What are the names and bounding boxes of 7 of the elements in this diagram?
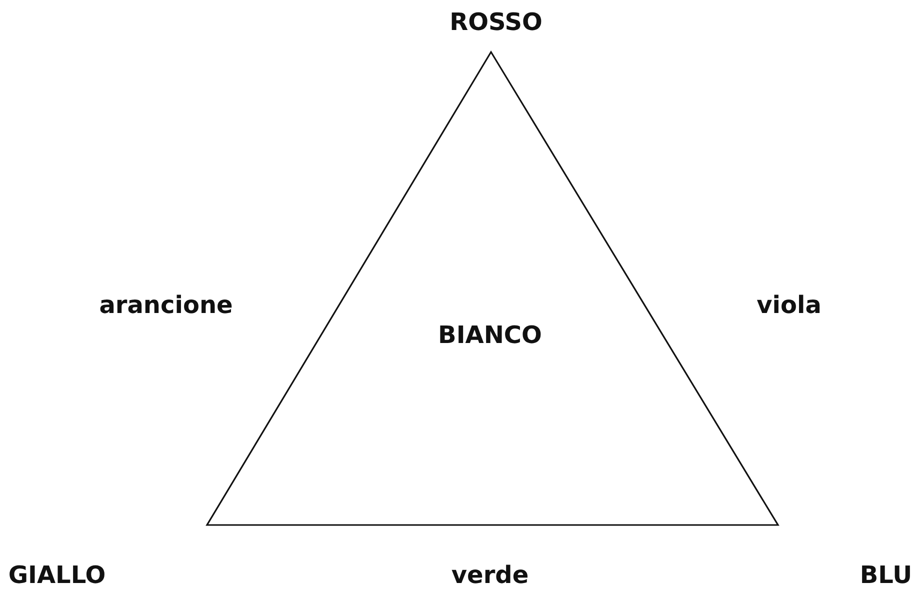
side-label: arancione (99, 291, 233, 319)
vertex-label: ROSSO (450, 8, 542, 36)
vertex-label: GIALLO (8, 561, 106, 589)
side-label: viola (756, 291, 822, 319)
side-label: verde (451, 561, 529, 589)
center-label: BIANCO (438, 321, 542, 349)
vertex-label: BLU (860, 561, 912, 589)
